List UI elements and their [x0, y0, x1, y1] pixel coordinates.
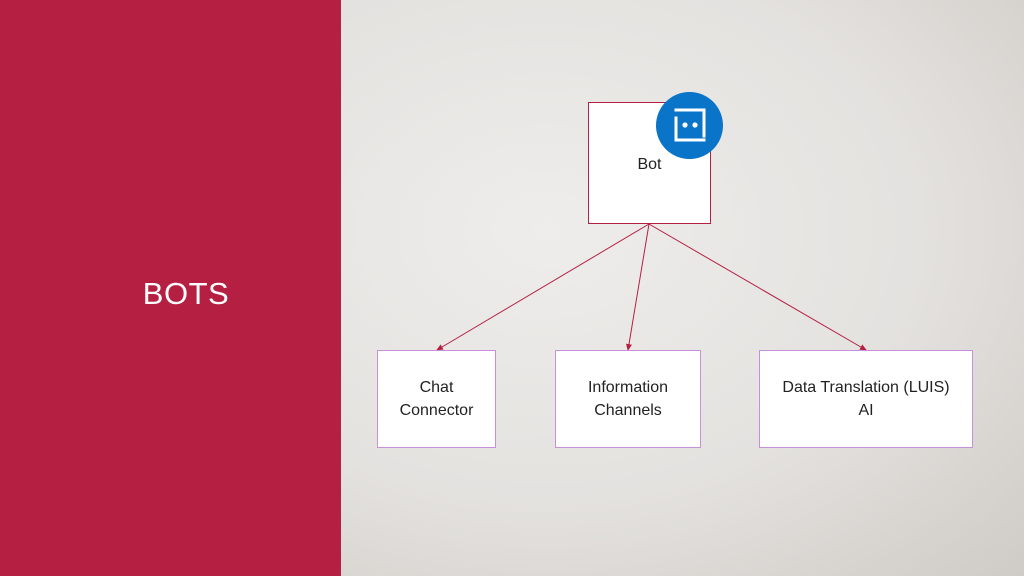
chat-connector-label-line2: Connector [399, 402, 474, 419]
data-translation-label-line2: AI [858, 402, 874, 419]
chat-connector-label-line1: Chat [419, 379, 454, 396]
information-channels-label: Information Channels [588, 376, 668, 422]
data-translation-label: Data Translation (LUIS) AI [782, 376, 949, 422]
data-translation-label-line1: Data Translation (LUIS) [782, 379, 950, 396]
diagram-canvas [341, 0, 1024, 576]
information-channels-node: Information Channels [555, 350, 701, 448]
chat-connector-node: Chat Connector [377, 350, 496, 448]
chat-connector-label: Chat Connector [400, 376, 474, 422]
slide-title: BOTS [142, 276, 230, 311]
bot-face-icon [656, 92, 723, 159]
title-panel [0, 0, 341, 576]
information-channels-label-line1: Information [587, 379, 669, 396]
information-channels-label-line2: Channels [594, 402, 662, 419]
data-translation-node: Data Translation (LUIS) AI [759, 350, 973, 448]
bot-node-label: Bot [637, 155, 662, 173]
bot-face-glyph [674, 108, 705, 141]
